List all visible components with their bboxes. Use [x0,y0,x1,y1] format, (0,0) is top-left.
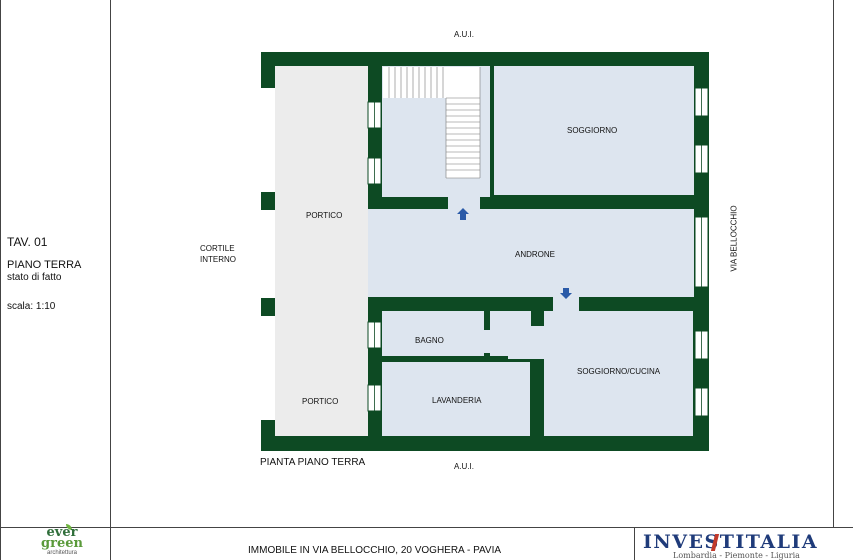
label-aui-top: A.U.I. [454,30,475,39]
label-cortile: CORTILE [200,244,235,253]
label-aui-bottom: A.U.I. [454,462,475,471]
floor-name: PIANO TERRA [7,259,82,271]
plan-scale: scala: 1:10 [7,301,56,312]
investitalia-subtitle: Lombardia - Piemonte - Liguria [673,551,800,560]
room-androne [368,209,694,297]
corridor-stub-wall [531,311,544,326]
label-soggiorno-cucina: SOGGIORNO/CUCINA [577,367,661,376]
room-soggiorno-cucina [544,311,693,436]
portico-openings [261,88,275,420]
plan-title: PIANTA PIANO TERRA [260,457,366,468]
evergreen-word-1: ever [46,525,78,540]
portico-area [275,66,368,436]
evergreen-subtitle: architettura [46,550,77,556]
label-portico-top: PORTICO [306,211,343,220]
footer-divider-right [634,527,635,560]
leaf-icon [66,524,72,530]
door-androne-lower [553,297,579,311]
label-soggiorno: SOGGIORNO [567,126,618,135]
label-portico-bottom: PORTICO [302,397,339,406]
evergreen-word-2: green [41,536,83,551]
room-soggiorno [494,66,694,195]
label-interno: INTERNO [200,255,236,264]
plan-state: stato di fatto [7,272,62,283]
entrance-arrow-2 [560,288,572,299]
bagno-stub-wall [484,311,490,330]
kitchen-link [530,326,544,359]
label-androne: ANDRONE [515,250,556,259]
investitalia-word: INVESTITALIA [643,531,819,553]
label-bagno: BAGNO [415,336,444,345]
entrance-arrow-1 [457,208,469,220]
portico-opening-1 [261,88,275,192]
room-lavanderia [382,362,530,436]
frame-right [833,0,834,527]
portico-opening-2 [261,210,275,298]
bagno-bottom-wall [382,356,508,362]
room-bagno [382,311,486,356]
investitalia-logo: INVESTITALIA Lombardia - Piemonte - Ligu… [643,531,833,560]
label-via-bellocchio: VIA BELLOCCHIO [729,205,739,272]
bagno-wall-post [484,353,490,362]
evergreen-logo: ever green architettura [22,524,102,560]
frame-left [0,0,1,560]
door-stair-androne [448,195,480,209]
label-lavanderia: LAVANDERIA [432,396,482,405]
frame-bottom-line [0,527,853,528]
sheet-number: TAV. 01 [7,235,48,249]
frame-divider-left [110,0,111,527]
footer-divider-left [110,527,111,560]
portico-opening-3 [261,316,275,420]
property-address: IMMOBILE IN VIA BELLOCCHIO, 20 VOGHERA -… [248,545,502,556]
staircase [383,67,481,179]
